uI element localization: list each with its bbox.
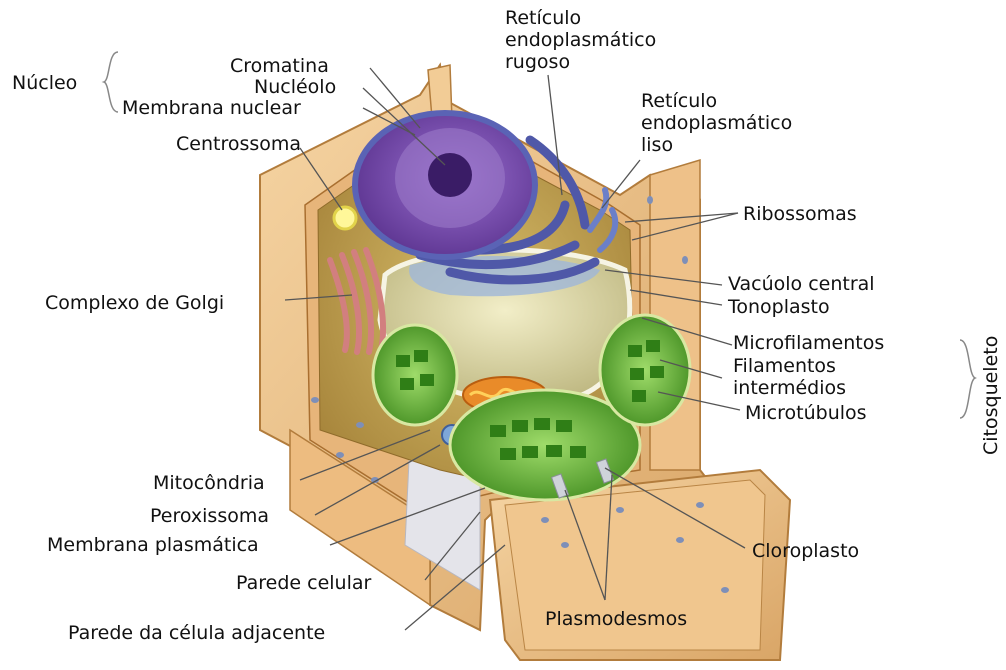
label-cloroplasto: Cloroplasto xyxy=(752,540,859,562)
label-vacuolo: Vacúolo central xyxy=(728,273,875,295)
label-parede-adjacente: Parede da célula adjacente xyxy=(68,622,325,644)
citosqueleto-bracket xyxy=(960,340,975,418)
label-microfilamentos: Microfilamentos xyxy=(733,332,884,354)
label-peroxissoma: Peroxissoma xyxy=(150,505,269,527)
label-plasmodesmos: Plasmodesmos xyxy=(545,608,687,630)
label-centrossoma: Centrossoma xyxy=(176,133,301,155)
label-complexo-golgi: Complexo de Golgi xyxy=(45,292,224,314)
label-ribossomas: Ribossomas xyxy=(743,203,857,225)
label-citosqueleto: Citosqueleto xyxy=(980,336,1002,455)
label-nucleolo: Nucléolo xyxy=(254,76,336,98)
nucleus xyxy=(355,113,535,257)
label-tonoplasto: Tonoplasto xyxy=(728,296,830,318)
label-membrana-nuclear: Membrana nuclear xyxy=(122,97,301,119)
label-reticulo-liso: Retículo endoplasmático liso xyxy=(641,90,792,156)
centrosome xyxy=(334,207,356,229)
label-microtubulos: Microtúbulos xyxy=(745,402,867,424)
label-parede-celular: Parede celular xyxy=(236,572,371,594)
label-reticulo-rugoso: Retículo endoplasmático rugoso xyxy=(505,7,656,73)
label-membrana-plasmatica: Membrana plasmática xyxy=(47,534,259,556)
label-cromatina: Cromatina xyxy=(230,55,329,77)
label-nucleo: Núcleo xyxy=(12,72,77,94)
label-mitocondria: Mitocôndria xyxy=(153,472,265,494)
label-filamentos: Filamentos intermédios xyxy=(733,355,846,399)
nucleo-bracket xyxy=(104,52,118,112)
